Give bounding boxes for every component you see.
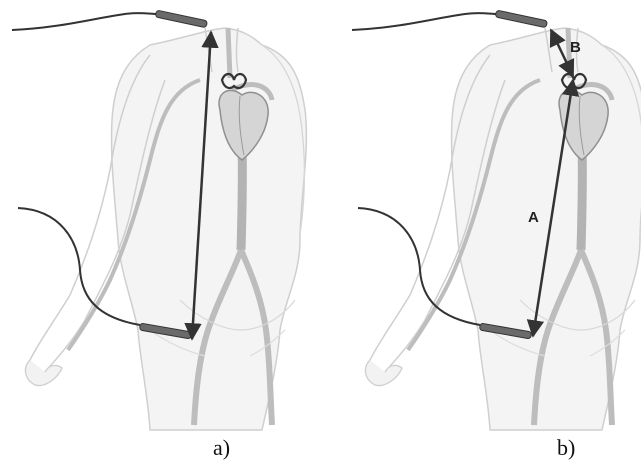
panel-a: a)	[12, 10, 306, 460]
segment-b-label: B	[570, 39, 581, 56]
carotid-sensor-cable-a	[12, 13, 156, 30]
panel-a-caption: a)	[213, 435, 230, 460]
segment-a-label: A	[528, 209, 539, 226]
panel-b: A B b)	[352, 10, 641, 460]
carotid-sensor-a	[155, 10, 207, 28]
carotid-sensor-cable-b	[352, 13, 496, 30]
torso-anatomy-a	[25, 28, 306, 430]
torso-anatomy-b	[365, 28, 641, 430]
carotid-sensor-b	[495, 10, 547, 28]
panel-b-caption: b)	[557, 435, 575, 460]
